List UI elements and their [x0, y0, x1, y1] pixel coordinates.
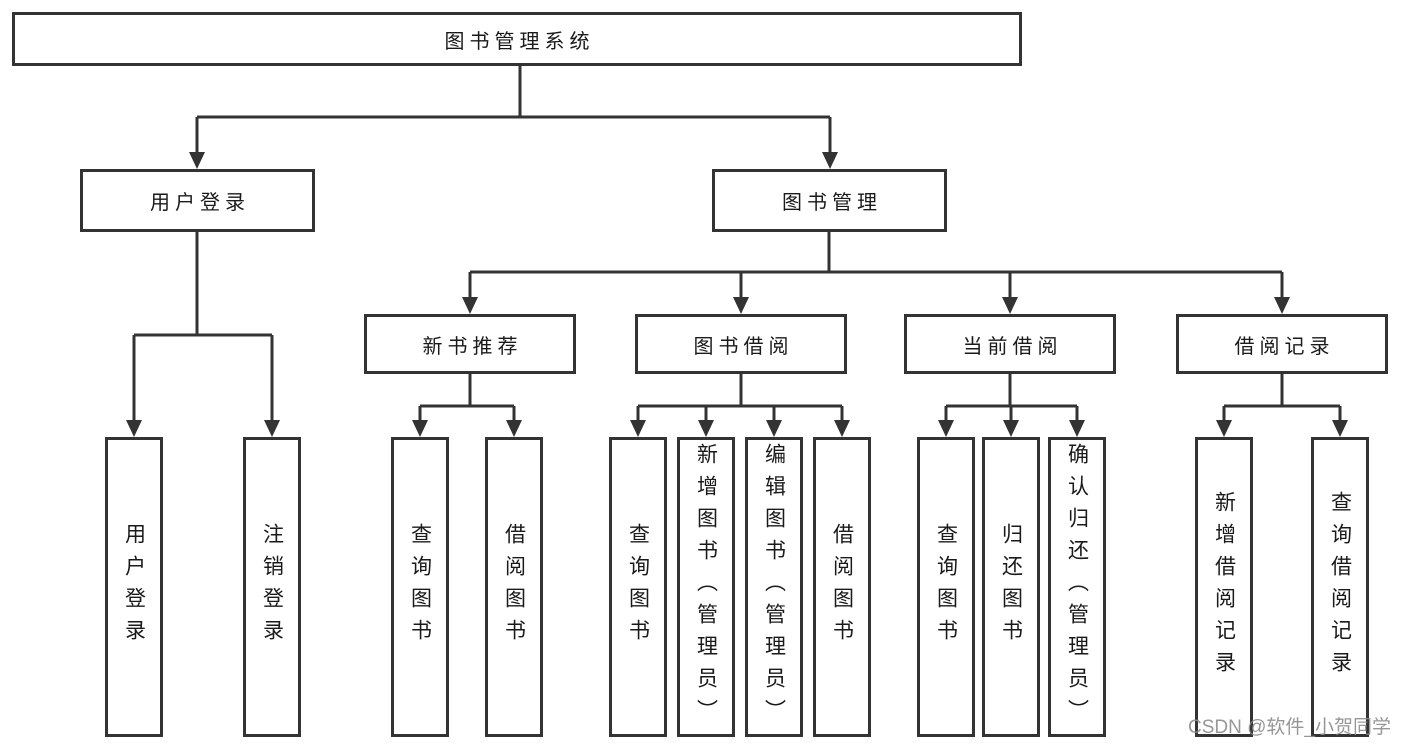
node-label: 查询图书: [934, 523, 958, 651]
node-label: 图书借阅: [693, 335, 794, 358]
leaf-return-books: 归还图书: [982, 437, 1040, 737]
node-borrow-record: 借阅记录: [1176, 314, 1388, 374]
node-label: 借阅图书: [502, 523, 526, 651]
node-label: 当前借阅: [962, 335, 1063, 358]
leaf-query-books: 查询图书: [391, 437, 449, 737]
arrowheads: [126, 152, 1348, 437]
leaf-user-login: 用户登录: [105, 437, 163, 737]
node-book-management: 图书管理: [712, 169, 947, 232]
node-label: 查询图书: [408, 523, 432, 651]
node-book-borrow: 图书借阅: [635, 314, 847, 374]
leaf-edit-books-admin: 编辑图书（管理员）: [745, 437, 803, 737]
node-label: 用户登录: [150, 192, 250, 214]
node-label: 注销登录: [260, 523, 284, 651]
node-label: 图书管理系统: [444, 30, 595, 53]
leaf-query-books: 查询图书: [609, 437, 667, 737]
leaf-query-books: 查询图书: [917, 437, 975, 737]
node-root-system: 图书管理系统: [12, 12, 1022, 66]
node-label: 归还图书: [999, 523, 1023, 651]
leaf-add-borrow-record: 新增借阅记录: [1195, 437, 1253, 737]
node-label: 新增图书（管理员）: [694, 443, 718, 731]
leaf-query-borrow-record: 查询借阅记录: [1311, 437, 1369, 737]
node-user-login: 用户登录: [80, 169, 315, 232]
leaf-logout: 注销登录: [243, 437, 301, 737]
node-label: 借阅记录: [1234, 335, 1335, 358]
node-current-borrow: 当前借阅: [904, 314, 1116, 374]
node-new-book-recommend: 新书推荐: [364, 314, 576, 374]
node-label: 借阅图书: [830, 523, 854, 651]
node-label: 图书管理: [782, 192, 882, 214]
node-label: 确认归还（管理员）: [1065, 443, 1089, 731]
leaf-borrow-books: 借阅图书: [813, 437, 871, 737]
leaf-add-books-admin: 新增图书（管理员）: [677, 437, 735, 737]
csdn-watermark: CSDN @软件_小贺同学: [1188, 717, 1391, 738]
node-label: 编辑图书（管理员）: [762, 443, 786, 731]
node-label: 查询借阅记录: [1328, 491, 1352, 683]
node-label: 用户登录: [122, 523, 146, 651]
leaf-borrow-books: 借阅图书: [485, 437, 543, 737]
node-label: 新书推荐: [422, 335, 523, 358]
node-label: 新增借阅记录: [1212, 491, 1236, 683]
leaf-confirm-return-admin: 确认归还（管理员）: [1048, 437, 1106, 737]
node-label: 查询图书: [626, 523, 650, 651]
